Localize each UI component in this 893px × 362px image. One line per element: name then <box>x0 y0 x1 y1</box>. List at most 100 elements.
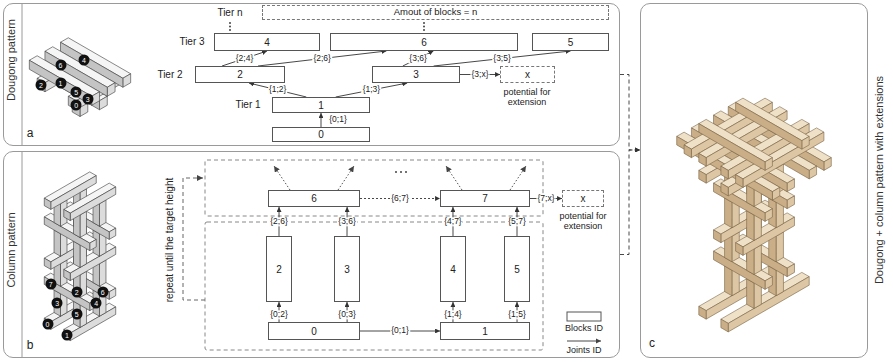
timber-illustration <box>44 172 115 341</box>
block-face <box>787 179 794 192</box>
block-face <box>44 198 50 209</box>
block-id: x <box>525 69 530 80</box>
tier-label: Tier 3 <box>179 36 204 48</box>
tier-label: Tier n <box>217 7 242 19</box>
block-box: 1 <box>272 97 370 113</box>
block-face <box>728 277 809 332</box>
panel-title: Column pattern <box>5 212 18 287</box>
block-box: 2 <box>266 236 292 302</box>
legend-sample <box>567 312 601 321</box>
joint-label: {2;6} <box>312 54 332 63</box>
joint-label: {1;5} <box>507 310 527 319</box>
panel-title: Dougong + column pattern with extensions <box>873 76 886 284</box>
timber-illustration <box>677 98 832 332</box>
callout-number: 3 <box>52 298 63 309</box>
joint-label: {7;x} <box>536 194 555 203</box>
joint-label: {0;1} <box>390 326 410 335</box>
block-face <box>736 243 743 256</box>
block-box: 2 <box>195 66 285 83</box>
block-id: 1 <box>318 100 324 111</box>
block-id: 7 <box>482 193 488 204</box>
base-group <box>205 222 543 350</box>
title-divider <box>22 4 23 145</box>
callout-number: 7 <box>45 279 56 290</box>
block-face <box>699 153 706 166</box>
joint-label: {3;x} <box>470 70 489 79</box>
extension-box: x <box>562 190 604 207</box>
block-id: 2 <box>276 264 282 275</box>
ellipsis-dot <box>229 29 231 31</box>
block-face <box>90 239 96 250</box>
joint-arrow <box>620 150 640 255</box>
joint-label: {3;5} <box>492 54 512 63</box>
block-box: 0 <box>272 127 370 142</box>
block-box: 0 <box>268 322 360 340</box>
callout-number: 4 <box>78 55 89 66</box>
joint-label: {0;3} <box>337 310 357 319</box>
block-id: 3 <box>344 264 350 275</box>
ellipsis-dot <box>229 26 231 28</box>
block-box: 4 <box>214 33 320 51</box>
block-face <box>64 269 70 280</box>
block-id: 1 <box>482 326 488 337</box>
joint-label: {2;6} <box>269 217 289 226</box>
note-text: repeat until the target height <box>164 178 176 303</box>
legend-text: Blocks ID <box>565 324 603 334</box>
joint-label: {1;2} <box>268 85 288 94</box>
extension-box: x <box>500 66 555 83</box>
extension-arrow <box>446 166 462 190</box>
joint-label: {3;6} <box>337 217 357 226</box>
ellipsis-dot <box>423 22 425 24</box>
callout-number: 0 <box>42 318 53 329</box>
block-id: x <box>581 193 586 204</box>
joint-arrow <box>249 83 306 97</box>
callout-number: 1 <box>55 77 66 88</box>
block-face <box>99 96 107 110</box>
block-face <box>54 230 60 256</box>
pattern-panel: Column pattern67x234501 <box>3 151 620 358</box>
callout-number: 5 <box>71 86 82 97</box>
block-box: 3 <box>334 236 360 302</box>
block-face <box>109 228 115 239</box>
ellipsis-dot <box>400 171 402 173</box>
block-face <box>99 260 105 286</box>
callout-number: 2 <box>71 286 82 297</box>
tier-label: Tier 1 <box>235 99 260 111</box>
block-face <box>714 230 721 243</box>
block-id: 5 <box>514 264 520 275</box>
block-face <box>123 74 131 88</box>
block-box: 6 <box>268 190 360 207</box>
legend-arrow-sample <box>567 341 601 342</box>
block-face <box>765 209 772 222</box>
block-face <box>725 266 732 296</box>
block-face <box>107 83 115 97</box>
block-face <box>787 264 794 277</box>
joint-label: {1;3} <box>362 85 382 94</box>
joint-arrow <box>403 51 434 66</box>
joint-label: {0;1} <box>328 115 348 124</box>
block-box: 1 <box>440 322 530 340</box>
callout-number: 1 <box>62 330 73 341</box>
timber-block <box>699 119 773 170</box>
figure-letter: c <box>649 337 655 351</box>
block-face <box>721 319 728 332</box>
callout-number: 6 <box>97 286 108 297</box>
ellipsis-dot <box>405 171 407 173</box>
block-face <box>824 158 831 171</box>
callout-number: 3 <box>82 93 93 104</box>
block-face <box>802 136 809 149</box>
callout-number: 6 <box>55 59 66 70</box>
legend-sample <box>567 341 601 342</box>
joint-label: {1;4} <box>443 310 463 319</box>
block-face <box>736 98 810 141</box>
repeat-bracket <box>183 178 205 300</box>
legend-block-sample <box>567 312 601 321</box>
joint-arrow <box>321 113 322 127</box>
joint-arrow <box>336 83 408 97</box>
block-face <box>787 196 794 209</box>
block-face <box>699 306 706 319</box>
timber-illustration <box>29 38 130 117</box>
note-text: potential for extension <box>497 87 557 108</box>
